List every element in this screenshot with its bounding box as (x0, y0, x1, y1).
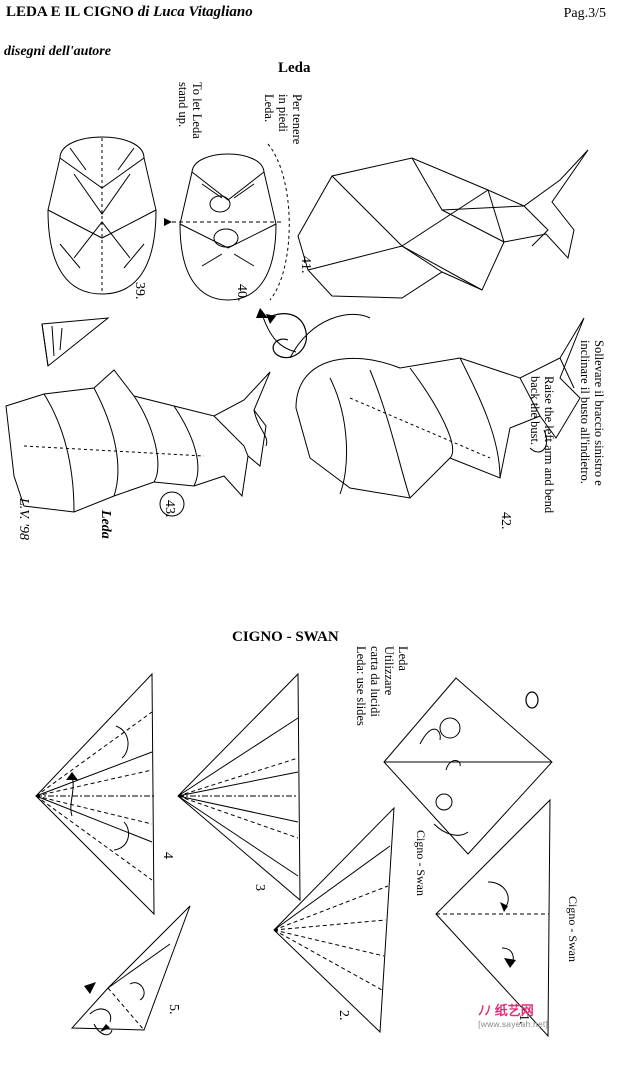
rotate-arrow-icon (262, 308, 318, 368)
page-number: Pag.3/5 (564, 6, 606, 22)
swan-step-label-4: 4 (160, 852, 174, 859)
step-43-leda-figure (4, 366, 274, 516)
title-text: LEDA E IL CIGNO (6, 4, 134, 20)
subtitle: disegni dell'autore (4, 44, 111, 60)
note-en-line-1: To let Leda (190, 82, 204, 139)
note-it-line-2: in piedi (276, 94, 290, 132)
author-text: di Luca Vitagliano (138, 4, 253, 20)
instr-it-line-1: Sollevare il braccio sinistro e (592, 340, 606, 486)
step-42-pleat (40, 316, 110, 368)
swan-step-3-figure (174, 672, 308, 904)
watermark-text: ﾉﾉ 纸艺网 (478, 1000, 548, 1019)
note-it-line-1: Per tenere (290, 94, 304, 144)
swan-step-4-figure (32, 672, 158, 918)
note-english: To let Leda stand up. (176, 82, 204, 139)
step-39-figure (40, 118, 164, 298)
watermark: ﾉﾉ 纸艺网 [www.sayeah.net] (478, 1000, 548, 1029)
step-40-figure (172, 138, 284, 304)
swan-note-line-1: Leda (396, 646, 410, 671)
note-italian: Per tenere in piedi Leda. (262, 94, 304, 144)
cigno-label-right: Cigno - Swan (566, 896, 580, 962)
step-label-42: 42. (498, 512, 512, 530)
leda-section-title: Leda (278, 60, 311, 77)
swan-step-5-figure (70, 904, 194, 1040)
swan-section-title: CIGNO - SWAN (232, 629, 339, 646)
watermark-url: [www.sayeah.net] (478, 1019, 548, 1029)
swan-note-line-4: Leda: use slides (354, 646, 368, 726)
note-it-line-3: Leda. (262, 94, 276, 122)
note-en-line-2: stand up. (176, 82, 190, 127)
step-41-figure (292, 150, 588, 300)
document-title: LEDA E IL CIGNO di Luca Vitagliano (6, 4, 253, 21)
step-42-figure (290, 318, 590, 508)
